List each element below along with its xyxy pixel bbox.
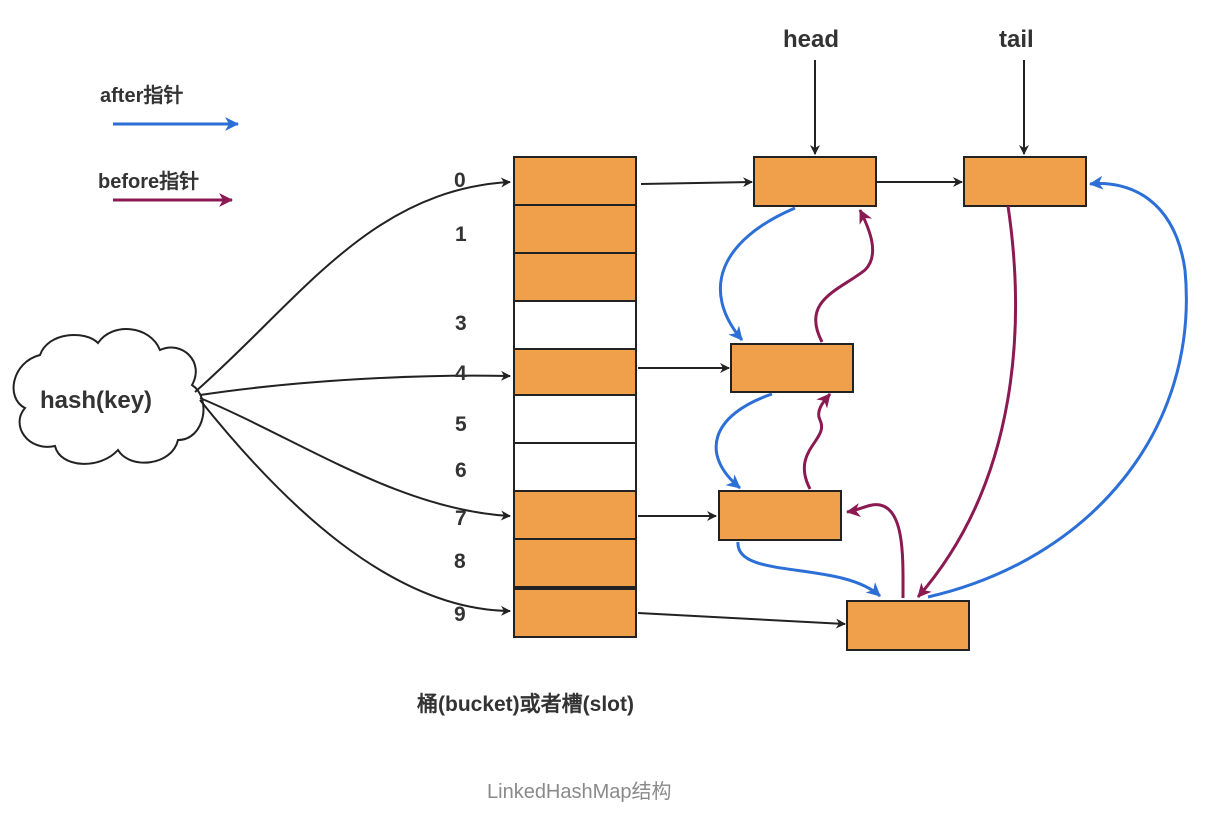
node-head — [753, 156, 877, 207]
node-tail — [963, 156, 1087, 207]
hash-arrow-7 — [199, 397, 511, 521]
node-bucket4 — [730, 343, 854, 393]
after-pointers — [714, 175, 1188, 599]
bucket-9 — [513, 588, 637, 638]
bucket-index-6: 6 — [455, 459, 467, 482]
head-label: head — [783, 26, 840, 53]
node-bucket9 — [846, 600, 970, 651]
bucket-1 — [513, 204, 637, 254]
bucket-4 — [513, 348, 637, 396]
bucket-index-8: 8 — [454, 550, 466, 573]
bucket-index-4: 4 — [455, 362, 467, 385]
bucket-caption: 桶(bucket)或者槽(slot) — [417, 693, 634, 716]
after-node4-to-node7 — [714, 392, 773, 490]
bucket-index-5: 5 — [455, 413, 467, 436]
bucket-index-1: 1 — [455, 223, 467, 246]
bucket-node-arrows — [637, 60, 1029, 629]
bucket-8 — [513, 538, 637, 588]
legend-after-label: after指针 — [100, 85, 184, 107]
bucket-6 — [513, 442, 637, 492]
bucket-0 — [513, 156, 637, 206]
entry-nodes — [718, 156, 1087, 651]
legend-before-label: before指针 — [98, 171, 200, 193]
bucket-index-3: 3 — [455, 312, 467, 335]
node-bucket7 — [718, 490, 842, 541]
hash-arrow-4 — [199, 370, 511, 396]
bucket0-to-nodeA — [640, 177, 753, 188]
after-head-to-node4 — [718, 206, 796, 341]
bucket-index-9: 9 — [454, 603, 466, 626]
hash-arrow-9 — [199, 399, 511, 616]
hash-arrow-0 — [194, 177, 511, 393]
bucket-7 — [513, 490, 637, 540]
bucket-3 — [513, 300, 637, 350]
bucket-2 — [513, 252, 637, 302]
before-node9-to-node7 — [846, 503, 905, 599]
before-node7-to-node4 — [802, 393, 832, 490]
bucket-array — [513, 156, 637, 638]
hash-arrows — [194, 177, 511, 616]
bucket9-to-nodeE — [637, 612, 846, 629]
bucket-5 — [513, 394, 637, 444]
before-tail-to-node9 — [916, 205, 1017, 598]
tail-label: tail — [999, 26, 1034, 53]
before-node4-to-head — [814, 209, 875, 343]
figure-caption: LinkedHashMap结构 — [487, 781, 672, 803]
bucket-index-0: 0 — [454, 169, 466, 192]
after-node7-to-node9 — [736, 541, 882, 598]
before-pointers — [802, 205, 1017, 599]
bucket-index-7: 7 — [455, 507, 467, 530]
hash-key-label: hash(key) — [40, 387, 153, 414]
hash-cloud — [12, 328, 205, 465]
after-node9-to-tail — [927, 175, 1188, 599]
